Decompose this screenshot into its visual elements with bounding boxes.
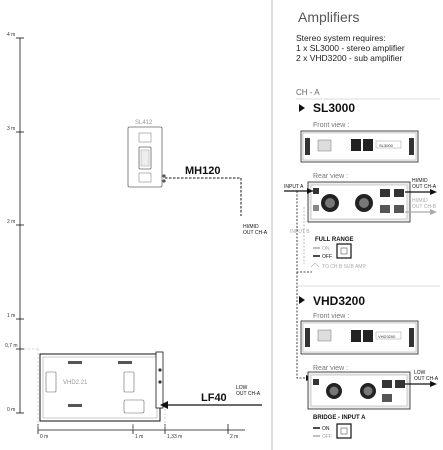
- mh120-label: MH120: [185, 165, 220, 177]
- lf40-out-line1: LOW: [236, 385, 248, 391]
- scale-label-h1: 1 m: [135, 434, 143, 440]
- guide-lines: [24, 348, 166, 430]
- sl3000-out-b-line1: HI/MID: [412, 198, 428, 204]
- scale-label-h133: 1,33 m: [167, 434, 182, 440]
- svg-text:VHD3200: VHD3200: [378, 334, 396, 339]
- horizontal-scale: 0 m 1 m 1,33 m 2 m: [37, 424, 245, 440]
- sl3000-rear-image: [307, 181, 411, 223]
- mh120-out-line2: OUT CH-A: [243, 230, 268, 236]
- sl3000-out-b-line2: OUT CH-B: [412, 204, 437, 210]
- sl3000-input-b: INPUT B: [290, 229, 310, 235]
- scale-label-3m: 3 m: [7, 126, 15, 132]
- sl3000-front-image: SL3000: [300, 130, 419, 163]
- channel-label: CH - A: [296, 88, 320, 97]
- lf40-cable: LF40 LOW OUT CH-A: [160, 385, 262, 409]
- sl3000-front-view: Front view :: [313, 122, 349, 129]
- scale-label-4m: 4 m: [7, 32, 15, 38]
- scale-label-1m: 1 m: [7, 313, 15, 319]
- vhd3200-rear-image: [307, 371, 411, 410]
- mh120-cable: MH120 HI/MID OUT CH-A: [165, 165, 268, 236]
- intro-line3: 2 x VHD3200 - sub amplifier: [296, 53, 402, 63]
- sl3000-arrow-icon: [299, 104, 305, 112]
- sl3000-input-a: INPUT A: [284, 184, 304, 190]
- mh120-out-line1: HI/MID: [243, 224, 259, 230]
- sl412-speaker: SL412: [127, 120, 166, 188]
- full-range-on: ON: [322, 246, 330, 252]
- bridge-off: OFF: [322, 434, 332, 440]
- vhd3200-out-line2: OUT CH-A: [414, 376, 439, 382]
- vhd3200-arrow-icon: [299, 296, 305, 304]
- vhd3200-rear-view: Rear view :: [313, 365, 348, 372]
- sl3000-out-a-line1: HI/MID: [412, 178, 428, 184]
- scale-label-07m: 0,7 m: [5, 343, 18, 349]
- sl3000-name: SL3000: [313, 101, 355, 115]
- lf40-out-line2: OUT CH-A: [236, 391, 261, 397]
- full-range-off: OFF: [322, 254, 332, 260]
- vhd221-label: VHD2.21: [63, 380, 88, 386]
- scale-label-0m: 0 m: [7, 407, 15, 413]
- svg-text:SL3000: SL3000: [379, 143, 394, 148]
- scale-label-2m: 2 m: [7, 219, 15, 225]
- bridge-on: ON: [322, 426, 330, 432]
- scale-label-h2: 2 m: [230, 434, 238, 440]
- panel-title: Amplifiers: [298, 9, 359, 25]
- bridge-label: BRIDGE - INPUT A: [313, 415, 366, 421]
- full-range-label: FULL RANGE: [315, 237, 354, 243]
- amplifiers-panel: Amplifiers Stereo system requires: 1 x S…: [284, 9, 440, 440]
- intro-line2: 1 x SL3000 - stereo amplifier: [296, 43, 405, 53]
- vertical-scale: 4 m 3 m 2 m 1 m 0,7 m 0 m: [5, 32, 24, 414]
- vhd221-sub: VHD2.21: [39, 351, 164, 422]
- lf40-label: LF40: [201, 392, 227, 404]
- scale-label-h0: 0 m: [40, 434, 48, 440]
- sl412-label: SL412: [135, 120, 153, 126]
- vhd3200-front-image: VHD3200: [300, 320, 419, 355]
- sl3000-rear-view: Rear view :: [313, 173, 348, 180]
- intro-line1: Stereo system requires:: [296, 33, 386, 43]
- vhd3200-out-line1: LOW: [414, 370, 426, 376]
- to-sub-amp: TO CH B SUB AMP.: [322, 264, 367, 270]
- vhd3200-front-view: Front view :: [313, 313, 349, 320]
- sl3000-out-a-line2: OUT CH-A: [412, 184, 437, 190]
- vhd3200-name: VHD3200: [313, 294, 365, 308]
